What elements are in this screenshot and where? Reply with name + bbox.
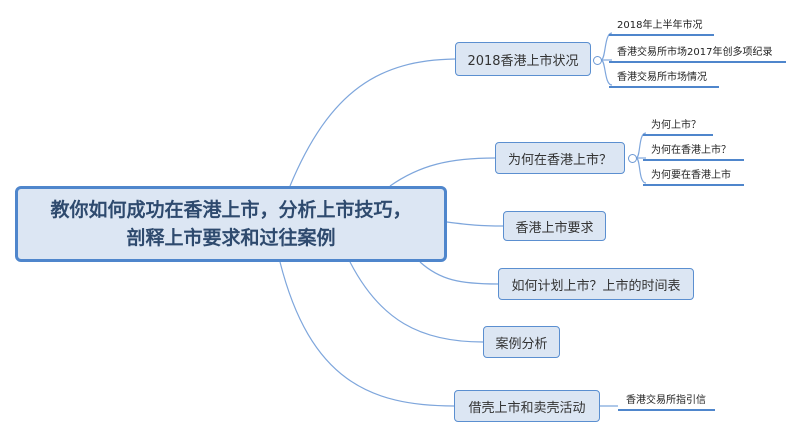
topic-cases[interactable]: 案例分析 <box>483 326 560 358</box>
subtopic[interactable]: 香港交易所指引信 <box>618 391 715 411</box>
topic-backdoor-listing[interactable]: 借壳上市和卖壳活动 <box>454 390 600 422</box>
collapse-toggle[interactable] <box>593 56 602 65</box>
topic-label: 案例分析 <box>495 336 548 352</box>
collapse-toggle[interactable] <box>628 154 637 163</box>
central-topic-text: 教你如何成功在香港上市，分析上市技巧， 剖释上市要求和过往案例 <box>50 199 412 249</box>
topic-label: 如何计划上市？上市的时间表 <box>511 278 681 294</box>
subtopic[interactable]: 为何上市？ <box>643 116 713 136</box>
topic-label: 香港上市要求 <box>515 220 594 236</box>
subtopic[interactable]: 为何要在香港上市 <box>643 166 744 186</box>
central-topic[interactable]: 教你如何成功在香港上市，分析上市技巧， 剖释上市要求和过往案例 <box>15 186 447 262</box>
topic-label: 2018香港上市状况 <box>467 53 579 69</box>
topic-2018-status[interactable]: 2018香港上市状况 <box>455 42 591 76</box>
topic-requirements[interactable]: 香港上市要求 <box>503 211 606 241</box>
subtopic[interactable]: 2018年上半年市况 <box>609 16 714 36</box>
topic-timeline[interactable]: 如何计划上市？上市的时间表 <box>498 268 694 300</box>
subtopic[interactable]: 香港交易所市场情况 <box>609 68 719 88</box>
subtopic[interactable]: 香港交易所市场2017年创多项纪录 <box>609 43 786 63</box>
topic-why-hk[interactable]: 为何在香港上市？ <box>495 142 625 174</box>
subtopic[interactable]: 为何在香港上市？ <box>643 141 744 161</box>
topic-label: 为何在香港上市？ <box>507 152 612 168</box>
topic-label: 借壳上市和卖壳活动 <box>468 400 586 416</box>
